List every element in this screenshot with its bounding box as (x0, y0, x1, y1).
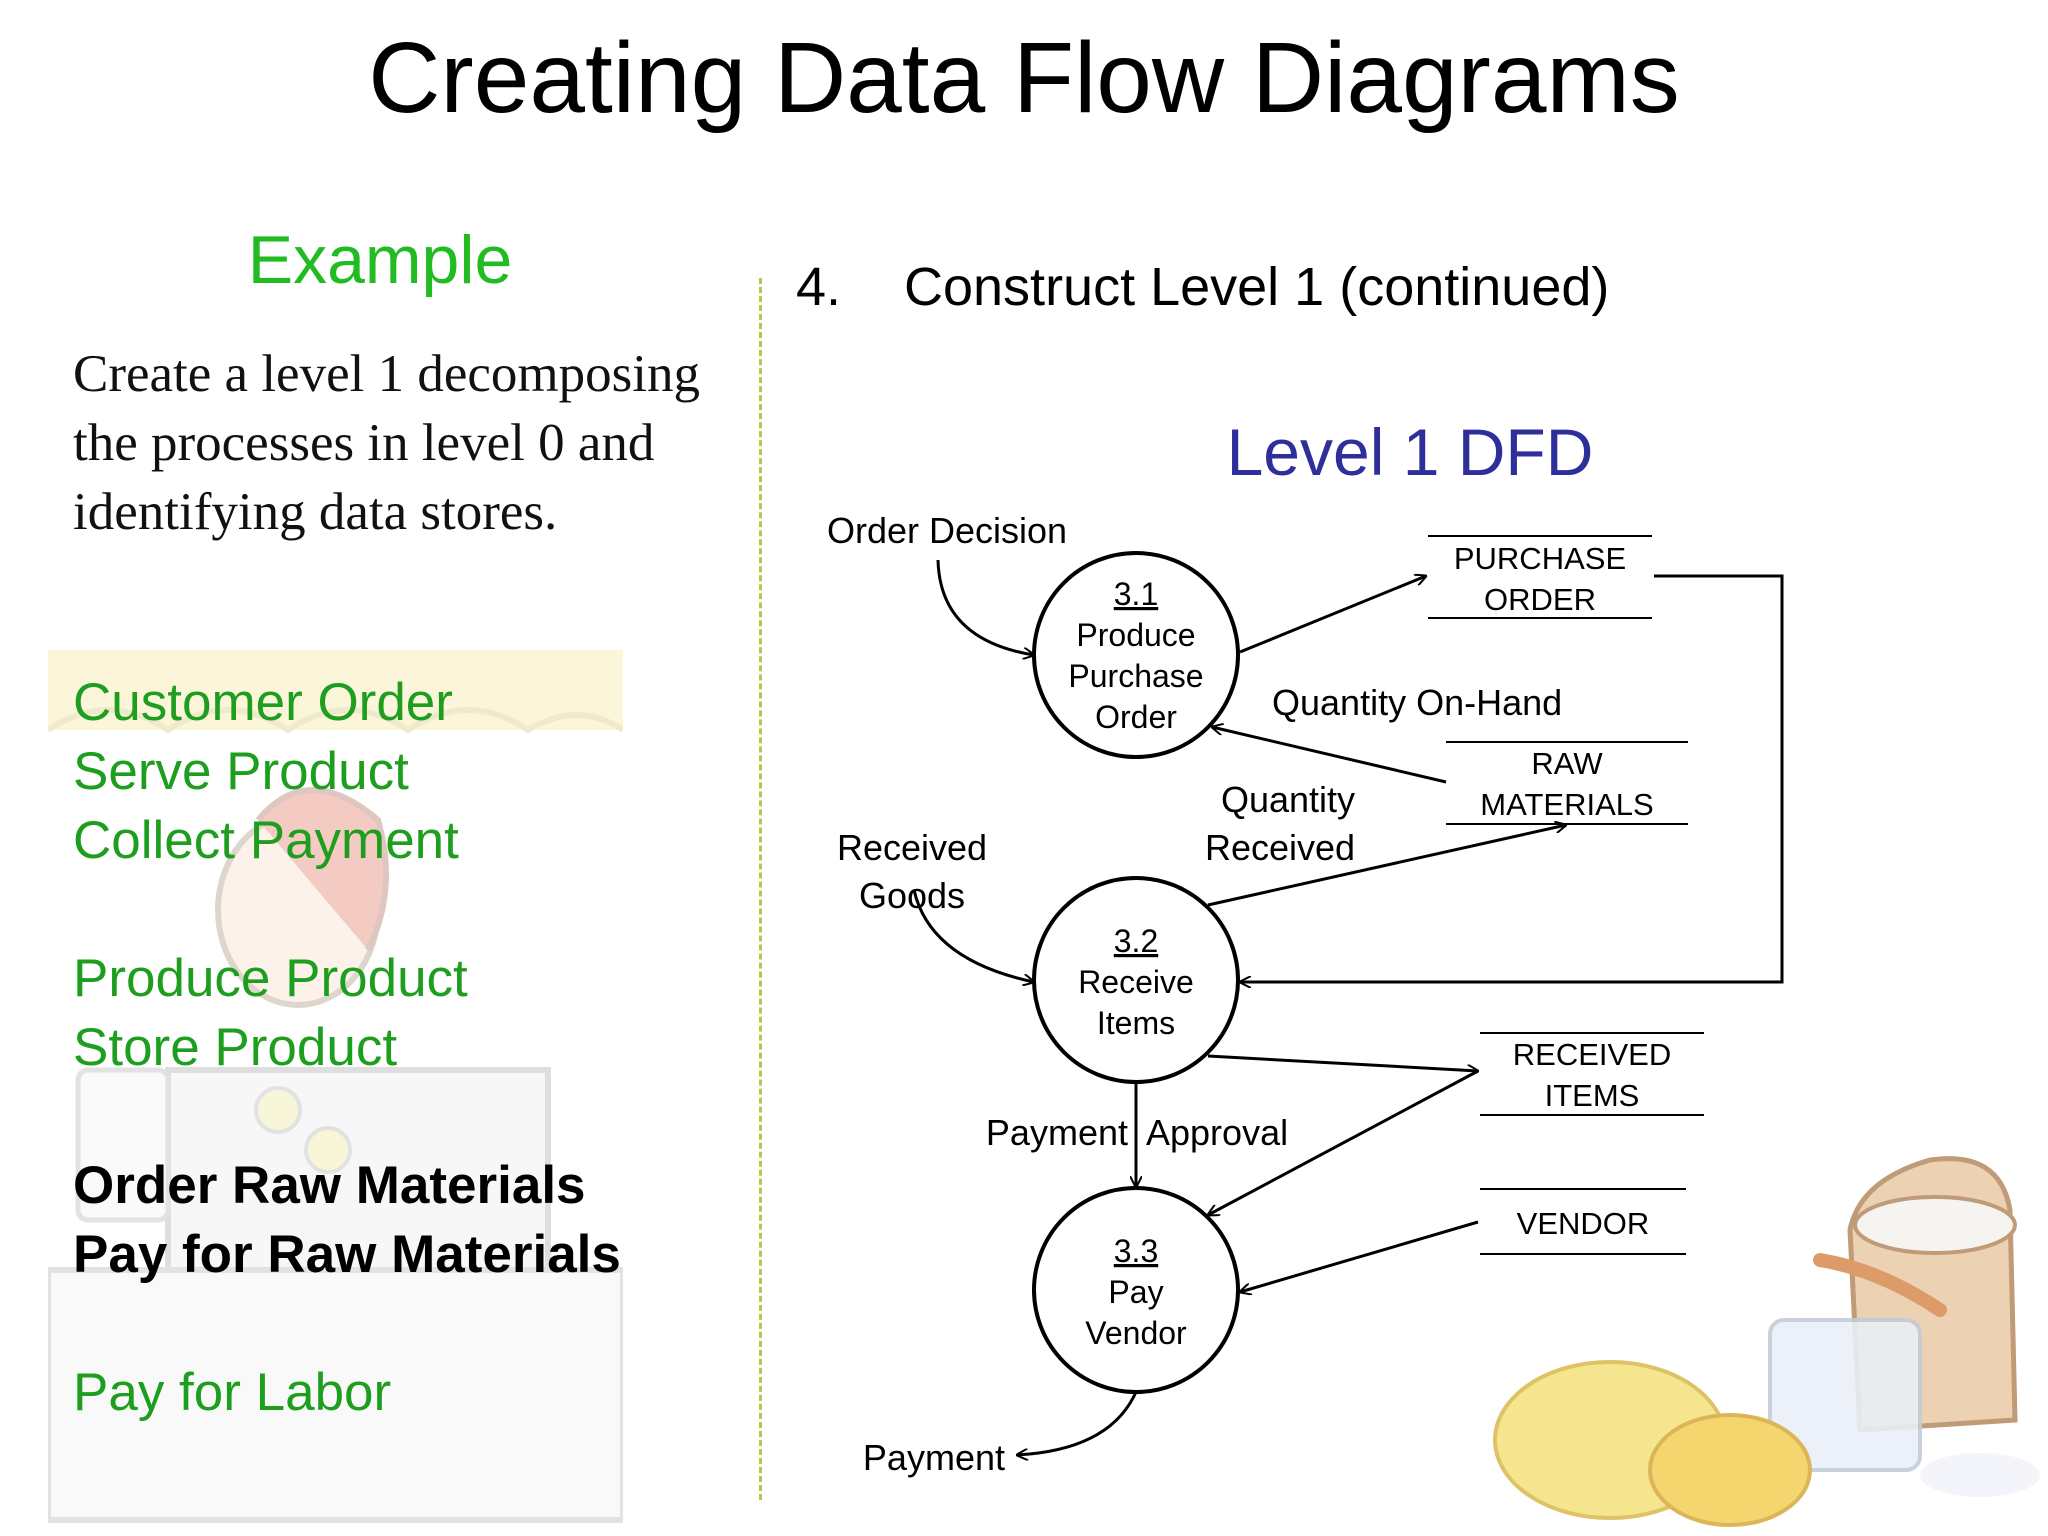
lemons-and-ice-illustration (1493, 1156, 2040, 1527)
process-3-3-line-2: Vendor (1085, 1315, 1187, 1351)
flow-quantity-received (1207, 825, 1566, 907)
flow-to-received-items (1207, 1054, 1478, 1071)
slide-title: Creating Data Flow Diagrams (368, 22, 1680, 134)
raw-materials-line-1: RAW (1531, 746, 1603, 781)
flow-quantity-on-hand (1212, 727, 1447, 784)
process-3-3-line-1: Pay (1108, 1274, 1163, 1310)
data-store-purchase-order: PURCHASE ORDER (1428, 535, 1652, 619)
column-divider (759, 278, 762, 1500)
flow-order-decision (936, 559, 1034, 655)
step-number: 4. (796, 257, 842, 317)
process-item-pay-raw-materials: Pay for Raw Materials (73, 1225, 621, 1284)
process-item-collect-payment: Collect Payment (73, 811, 459, 870)
purchase-order-line-1: PURCHASE (1454, 541, 1626, 576)
flow-received-items-to-pay (1208, 1069, 1479, 1215)
flow-purchase-order-to-receive (1240, 574, 1784, 982)
process-item-produce-product: Produce Product (73, 949, 468, 1008)
process-3-2-id: 3.2 (1114, 923, 1158, 959)
example-heading: Example (247, 222, 513, 298)
step-text: Construct Level 1 (continued) (904, 257, 1610, 317)
process-3-1-id: 3.1 (1114, 576, 1158, 612)
process-item-store-product: Store Product (73, 1018, 398, 1077)
label-payment-approval-right: Approval (1146, 1112, 1288, 1153)
label-received-goods-2: Goods (859, 875, 965, 916)
label-quantity-received-1: Quantity (1221, 779, 1355, 820)
flow-vendor-to-pay (1240, 1220, 1479, 1292)
intro-text: Create a level 1 decomposing the process… (73, 345, 700, 541)
label-quantity-received-2: Received (1205, 827, 1355, 868)
flow-received-goods (912, 889, 1034, 982)
label-quantity-on-hand: Quantity On-Hand (1272, 682, 1562, 723)
label-payment: Payment (863, 1437, 1005, 1478)
purchase-order-line-2: ORDER (1484, 582, 1596, 617)
data-store-raw-materials: RAW MATERIALS (1446, 741, 1688, 825)
process-item-order-raw-materials: Order Raw Materials (73, 1156, 586, 1215)
flow-to-purchase-order (1239, 576, 1426, 654)
process-3-1-line-1: Produce (1076, 617, 1195, 653)
vendor-line-1: VENDOR (1517, 1206, 1650, 1241)
process-item-pay-for-labor: Pay for Labor (73, 1363, 392, 1422)
diagram-title: Level 1 DFD (1226, 415, 1594, 489)
data-store-received-items: RECEIVED ITEMS (1480, 1032, 1704, 1116)
received-items-line-2: ITEMS (1545, 1078, 1640, 1113)
label-order-decision: Order Decision (827, 510, 1067, 551)
process-3-1-line-2: Purchase (1068, 658, 1203, 694)
process-3-1: 3.1 Produce Purchase Order (1032, 551, 1240, 759)
received-items-line-1: RECEIVED (1513, 1037, 1671, 1072)
process-3-2: 3.2 Receive Items (1032, 876, 1240, 1084)
label-payment-approval-left: Payment (986, 1112, 1128, 1153)
data-store-vendor: VENDOR (1480, 1188, 1686, 1255)
lemonade-stand-illustration (48, 650, 623, 1523)
process-3-2-line-1: Receive (1078, 964, 1194, 1000)
label-received-goods-1: Received (837, 827, 987, 868)
process-3-3-id: 3.3 (1114, 1233, 1158, 1269)
process-3-3: 3.3 Pay Vendor (1032, 1186, 1240, 1394)
process-item-serve-product: Serve Product (73, 742, 409, 801)
raw-materials-line-2: MATERIALS (1480, 787, 1653, 822)
flow-payment (1017, 1391, 1138, 1455)
process-3-1-line-3: Order (1095, 699, 1177, 735)
process-3-2-line-2: Items (1097, 1005, 1175, 1041)
process-item-customer-order: Customer Order (73, 673, 453, 732)
